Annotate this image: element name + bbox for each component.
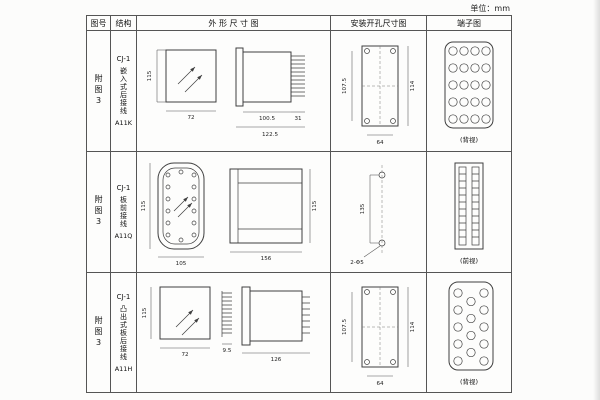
- row-a11h-fig-no: 附图3: [87, 273, 111, 392]
- type-code-label: A11H: [114, 364, 133, 373]
- fig-no-label: 附图3: [94, 315, 103, 350]
- terminal-comb: [221, 291, 232, 337]
- side-view: [235, 47, 305, 106]
- svg-text:122.5: 122.5: [261, 132, 277, 138]
- type-code-label: A11Q: [114, 232, 133, 240]
- svg-text:135: 135: [360, 203, 366, 214]
- model-label: CJ-1: [116, 184, 131, 192]
- terminal-diagram-a11k: [444, 41, 494, 129]
- structure-label: 嵌入式后接线: [119, 67, 128, 115]
- mounting-drawing-a11k: 107.5 114 64: [342, 45, 416, 146]
- front-view: [159, 286, 210, 340]
- structure-label: 凸出式板后接线: [119, 304, 128, 361]
- model-label: CJ-1: [116, 55, 131, 63]
- row-a11q-terminal-cell: (前视): [427, 152, 511, 273]
- front-view: [165, 49, 216, 102]
- terminal-view-caption: (背视): [459, 377, 479, 386]
- outline-drawing-a11h: 115 72 9.5 126: [142, 286, 310, 363]
- page-edge-shade: [593, 0, 600, 400]
- col-header-fig-no: 图号: [87, 16, 111, 31]
- svg-text:100.5: 100.5: [258, 116, 274, 122]
- side-view: [229, 168, 302, 243]
- spec-table: 图号 结构 外 形 尺 寸 图 安装开孔尺寸图 端子图 附图3 CJ-1 嵌入式…: [86, 15, 512, 393]
- svg-text:115: 115: [147, 70, 153, 81]
- svg-text:64: 64: [376, 140, 384, 146]
- svg-text:115: 115: [312, 200, 318, 211]
- row-a11k-structure: CJ-1 嵌入式后接线 A11K: [111, 31, 137, 152]
- terminal-diagram-a11q: [454, 162, 484, 250]
- svg-text:114: 114: [410, 321, 416, 332]
- svg-text:115: 115: [142, 307, 148, 318]
- outline-drawing-a11k: 115 72 100.5 31 122.5: [147, 47, 305, 138]
- col-header-outline: 外 形 尺 寸 图: [137, 16, 331, 31]
- svg-text:72: 72: [187, 115, 194, 121]
- model-label: CJ-1: [116, 292, 131, 301]
- svg-text:105: 105: [175, 261, 186, 267]
- unit-label: 单位：mm: [470, 4, 510, 13]
- row-a11h-structure: CJ-1 凸出式板后接线 A11H: [111, 273, 137, 392]
- col-header-mounting: 安装开孔尺寸图: [331, 16, 427, 31]
- outline-drawing-a11q: 115 105 156 115: [141, 162, 318, 267]
- svg-text:156: 156: [260, 256, 271, 262]
- svg-text:115: 115: [141, 200, 147, 211]
- type-code-label: A11K: [115, 119, 132, 127]
- col-header-structure: 结构: [111, 16, 137, 31]
- svg-text:64: 64: [376, 381, 384, 387]
- row-a11q-fig-no: 附图3: [87, 152, 111, 273]
- svg-text:107.5: 107.5: [342, 319, 348, 335]
- row-a11q-structure: CJ-1 板前接线 A11Q: [111, 152, 137, 273]
- svg-text:31: 31: [294, 116, 302, 122]
- front-view: [157, 162, 204, 249]
- row-a11h-outline-cell: 115 72 9.5 126: [137, 273, 331, 392]
- terminal-view-caption: (背视): [459, 136, 479, 144]
- svg-text:126: 126: [270, 357, 281, 363]
- structure-label: 板前接线: [119, 196, 128, 228]
- fig-no-label: 附图3: [94, 74, 103, 108]
- row-a11k-fig-no: 附图3: [87, 31, 111, 152]
- col-header-terminal: 端子图: [427, 16, 511, 31]
- fig-no-label: 附图3: [94, 195, 103, 229]
- row-a11q-outline-cell: 115 105 156 115: [137, 152, 331, 273]
- svg-text:107.5: 107.5: [342, 77, 348, 93]
- svg-text:114: 114: [410, 80, 416, 91]
- svg-text:2-Φ5: 2-Φ5: [350, 260, 364, 266]
- terminal-diagram-a11h: [448, 281, 494, 370]
- row-a11k-mounting-cell: 107.5 114 64: [331, 31, 427, 152]
- row-a11k-terminal-cell: (背视): [427, 31, 511, 152]
- side-view: [241, 286, 310, 346]
- mounting-drawing-a11h: 107.5 114 64: [342, 286, 416, 387]
- row-a11h-mounting-cell: 107.5 114 64: [331, 273, 427, 392]
- row-a11k-outline-cell: 115 72 100.5 31 122.5: [137, 31, 331, 152]
- mounting-drawing-a11q: 135 2-Φ5: [350, 164, 385, 266]
- row-a11h-terminal-cell: (背视): [427, 273, 511, 392]
- svg-text:72: 72: [181, 352, 188, 358]
- row-a11q-mounting-cell: 135 2-Φ5: [331, 152, 427, 273]
- terminal-view-caption: (前视): [459, 257, 479, 265]
- svg-text:9.5: 9.5: [222, 348, 231, 354]
